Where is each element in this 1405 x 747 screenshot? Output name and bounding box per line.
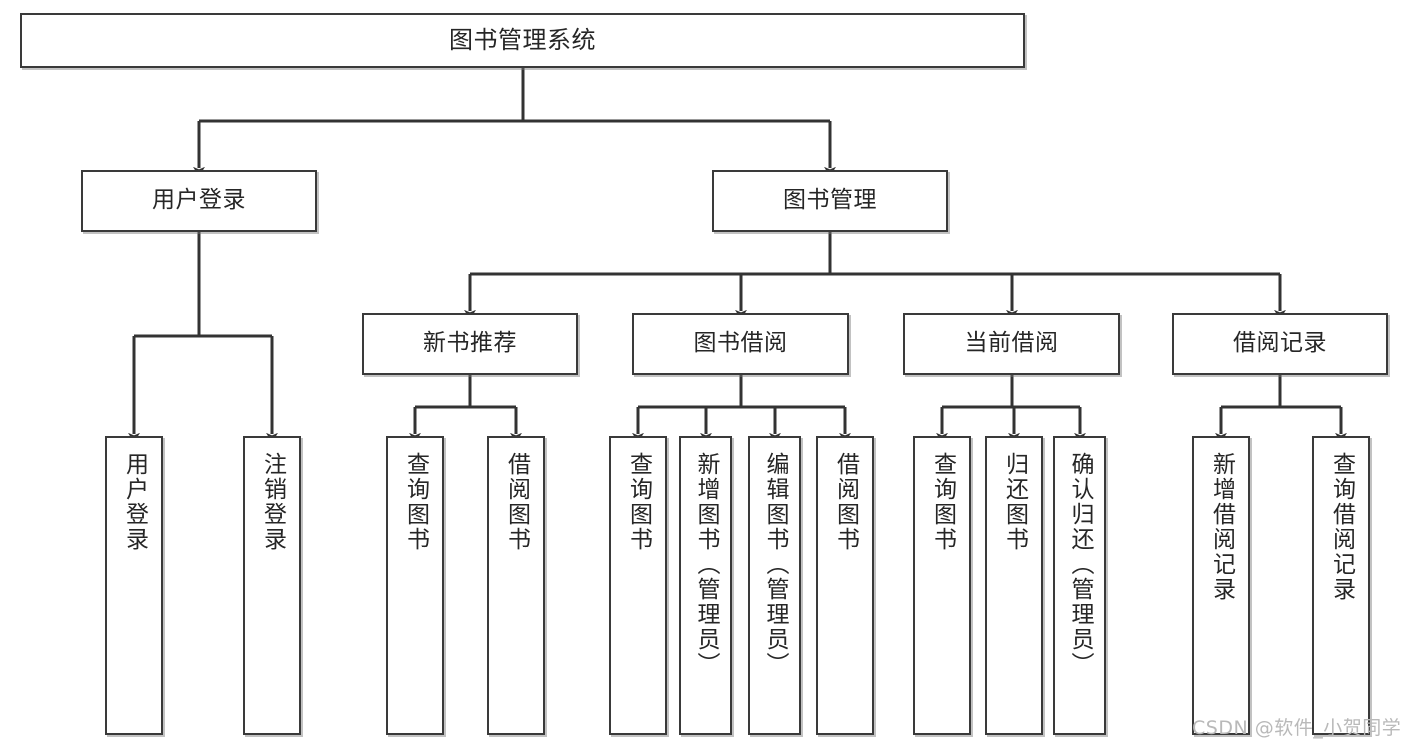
node-current-borrow[interactable]: 当前借阅 — [903, 313, 1120, 375]
node-leaf-add-borrow-record[interactable]: 新增借阅记录 — [1192, 436, 1250, 735]
node-label: 图书管理系统 — [449, 26, 596, 55]
node-label: 查询图书 — [625, 452, 652, 552]
node-label: 借阅图书 — [503, 452, 530, 552]
node-label: 借阅记录 — [1233, 330, 1327, 357]
node-leaf-edit-book-admin[interactable]: 编辑图书（管理员） — [748, 436, 801, 735]
node-user-login[interactable]: 用户登录 — [81, 170, 317, 232]
csdn-watermark: CSDN @软件_小贺同学 — [1192, 717, 1402, 739]
node-label: 图书管理 — [783, 187, 877, 214]
node-leaf-return-book[interactable]: 归还图书 — [985, 436, 1043, 735]
node-label: 用户登录 — [121, 452, 148, 552]
node-leaf-confirm-return-admin[interactable]: 确认归还（管理员） — [1053, 436, 1106, 735]
node-label: 新增图书（管理员） — [693, 452, 719, 677]
node-label: 查询图书 — [929, 452, 956, 552]
node-leaf-user-login[interactable]: 用户登录 — [105, 436, 163, 735]
node-label: 确认归还（管理员） — [1067, 452, 1093, 677]
node-label: 新书推荐 — [423, 330, 517, 357]
node-label: 注销登录 — [259, 452, 286, 552]
node-leaf-query-book-2[interactable]: 查询图书 — [609, 436, 667, 735]
node-leaf-query-book-3[interactable]: 查询图书 — [913, 436, 971, 735]
node-label: 当前借阅 — [964, 330, 1059, 357]
node-root[interactable]: 图书管理系统 — [20, 13, 1025, 68]
node-leaf-add-book-admin[interactable]: 新增图书（管理员） — [679, 436, 732, 735]
node-leaf-query-borrow-record[interactable]: 查询借阅记录 — [1312, 436, 1370, 735]
node-label: 用户登录 — [152, 187, 246, 214]
node-label: 归还图书 — [1001, 452, 1028, 552]
node-leaf-query-book-1[interactable]: 查询图书 — [386, 436, 444, 735]
node-new-book-recommend[interactable]: 新书推荐 — [362, 313, 578, 375]
node-book-manage[interactable]: 图书管理 — [712, 170, 948, 232]
node-label: 新增借阅记录 — [1208, 452, 1235, 602]
node-book-borrow[interactable]: 图书借阅 — [632, 313, 849, 375]
node-label: 编辑图书（管理员） — [762, 452, 788, 677]
node-leaf-user-logout[interactable]: 注销登录 — [243, 436, 301, 735]
node-label: 查询图书 — [402, 452, 429, 552]
node-leaf-borrow-book-1[interactable]: 借阅图书 — [487, 436, 545, 735]
node-label: 图书借阅 — [693, 330, 788, 357]
node-borrow-record[interactable]: 借阅记录 — [1172, 313, 1388, 375]
node-label: 查询借阅记录 — [1328, 452, 1355, 602]
node-label: 借阅图书 — [832, 452, 859, 552]
node-leaf-borrow-book-2[interactable]: 借阅图书 — [816, 436, 874, 735]
